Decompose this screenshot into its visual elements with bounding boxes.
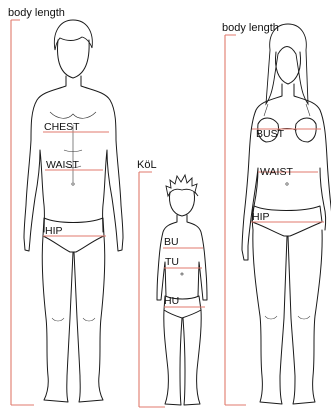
woman-hip-label: HIP (252, 211, 270, 223)
man-body-length-bracket (11, 20, 34, 405)
child-figure: KöL BU TU HU (137, 159, 207, 407)
man-abdomen (64, 125, 82, 182)
child-hip-label: HU (164, 295, 179, 307)
woman-body-length-label: body length (222, 22, 279, 34)
man-knees (52, 318, 95, 321)
man-right-leg (74, 236, 105, 402)
child-body-length-bracket (139, 172, 165, 407)
woman-left-leg (253, 230, 287, 404)
bust-label: BUST (256, 128, 285, 140)
woman-navel (286, 183, 288, 185)
man-left-leg (42, 236, 73, 402)
child-right-side (187, 215, 207, 300)
man-head (58, 40, 90, 78)
woman-bra-straps (264, 104, 310, 116)
child-bust-label: BU (164, 236, 179, 248)
woman-right-side (294, 84, 331, 216)
man-body-length-label: body length (8, 7, 65, 19)
woman-figure: body length BUST WAIST HIP (222, 22, 331, 405)
child-navel (181, 273, 183, 275)
woman-knees (265, 316, 310, 319)
woman-body-length-bracket (225, 35, 246, 405)
man-navel (72, 183, 74, 185)
child-left-leg (164, 310, 182, 405)
child-head (170, 192, 195, 216)
woman-waist-label: WAIST (260, 166, 293, 178)
man-hip-label: HIP (45, 225, 63, 237)
chest-label: CHEST (44, 121, 80, 133)
man-waist-label: WAIST (46, 159, 79, 171)
woman-hair (266, 24, 308, 104)
child-right-leg (183, 310, 201, 405)
man-pectorals (50, 112, 96, 118)
man-figure: body length CHEST WAIST HIP (8, 7, 123, 405)
child-waist-label: TU (165, 256, 179, 268)
woman-right-hip-curve (320, 168, 326, 230)
child-hair (166, 175, 198, 196)
child-body-length-label: KöL (137, 159, 157, 171)
man-right-side (81, 76, 123, 251)
man-hair (54, 20, 92, 50)
woman-right-leg (288, 230, 322, 404)
